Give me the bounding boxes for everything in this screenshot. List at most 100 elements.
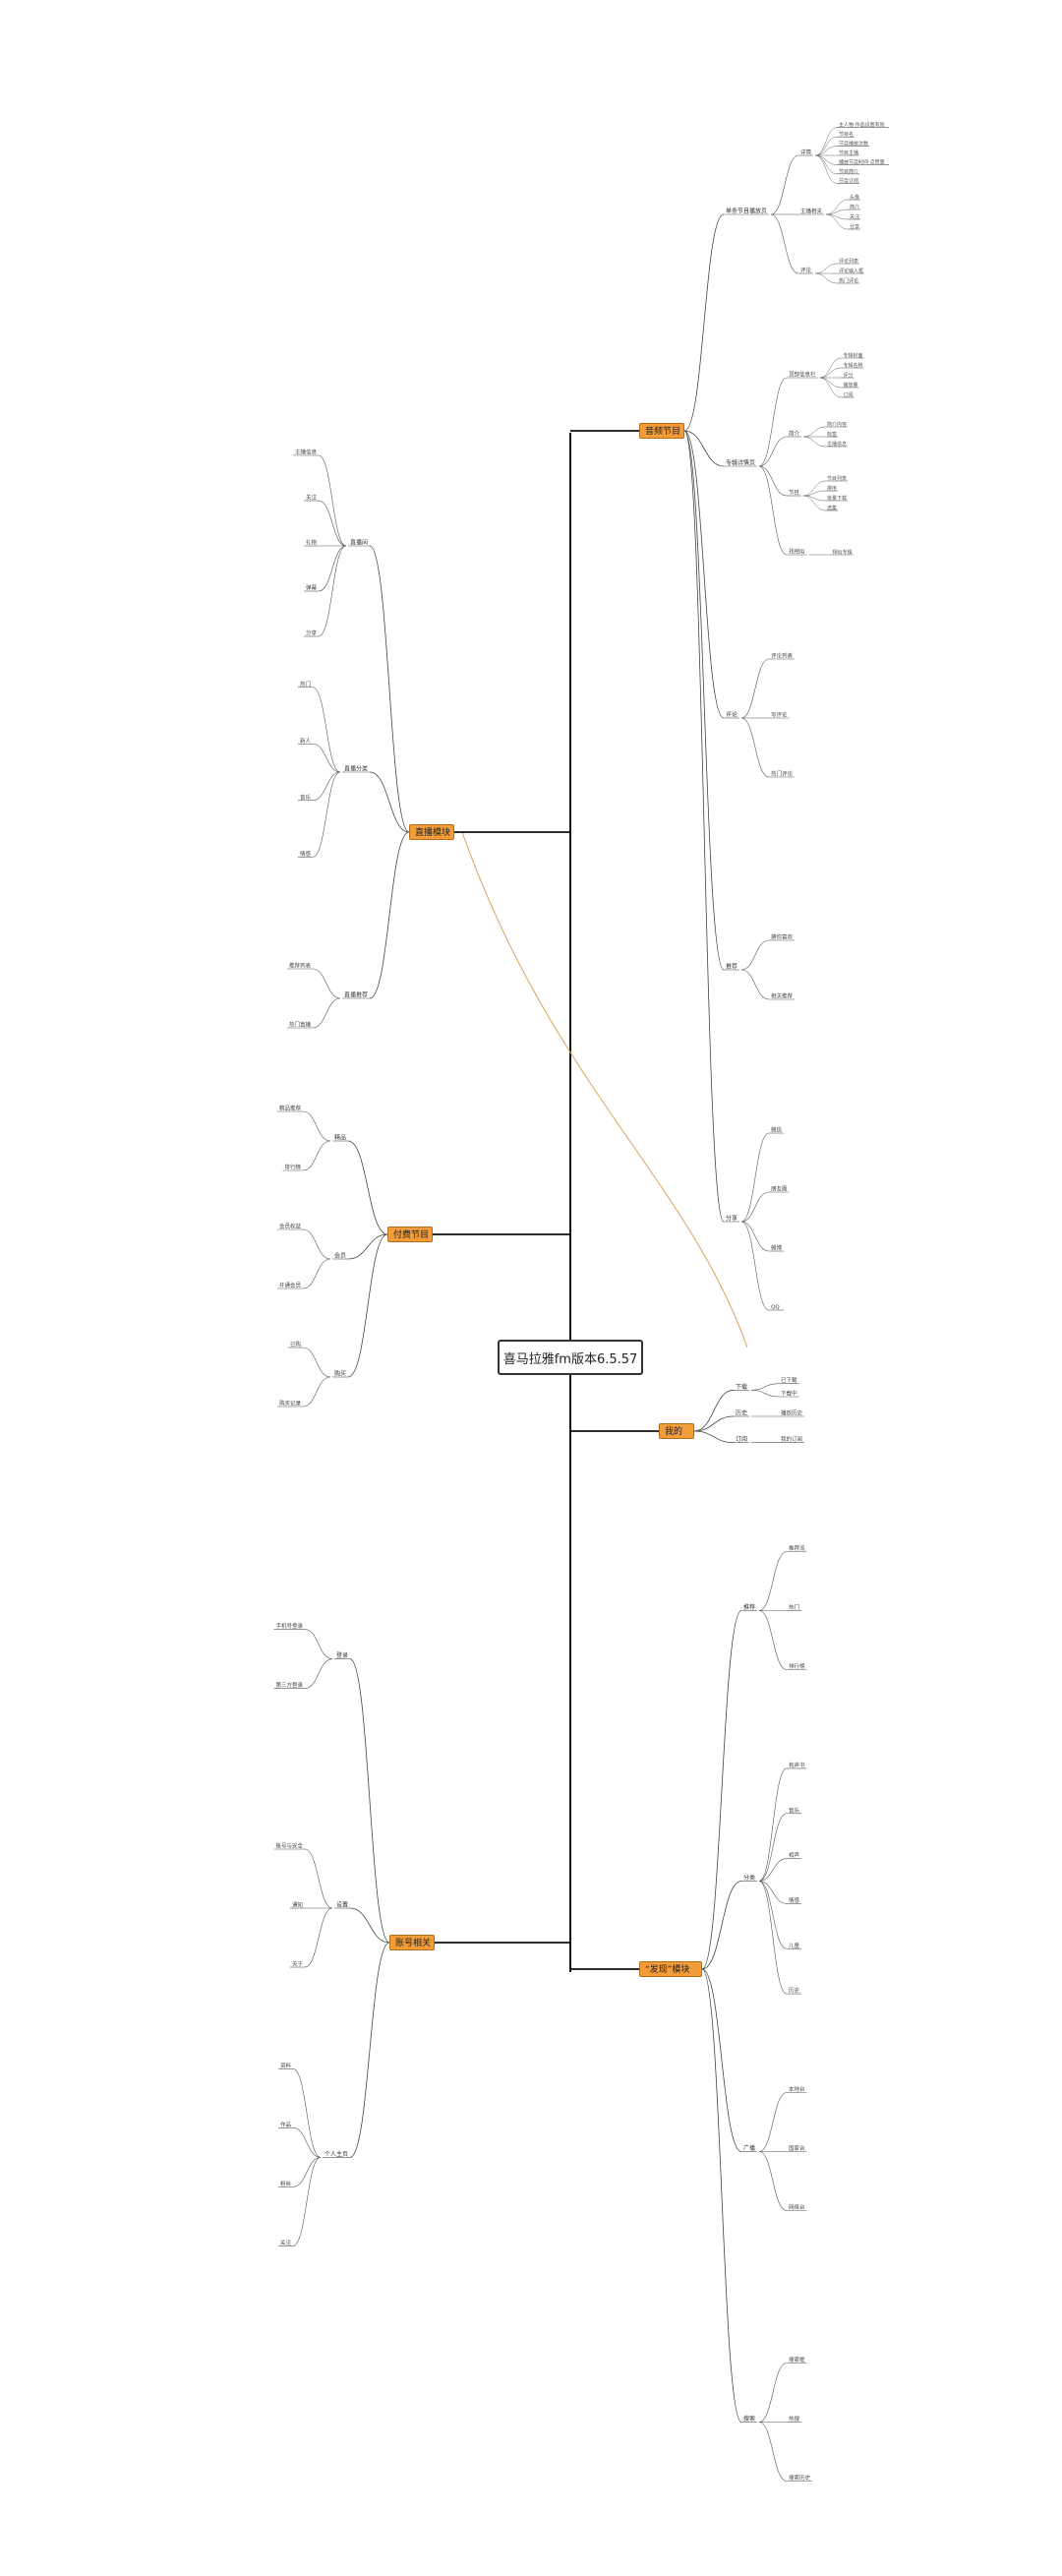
leaf-node-label: 会员权益: [279, 1223, 302, 1230]
leaf-node-label: 写评论: [771, 711, 788, 719]
leaf-node-label: 排行榜: [284, 1164, 301, 1171]
connector-line: [814, 127, 838, 156]
connector-line: [693, 1389, 735, 1432]
leaf-node-label: 情感: [789, 1896, 800, 1904]
leaf-node-label: 作品: [280, 2121, 292, 2128]
connector-line: [814, 154, 838, 184]
branch-node[interactable]: 我的: [659, 1423, 694, 1439]
branch-node[interactable]: 直播模块: [409, 824, 454, 840]
connector-line: [318, 545, 347, 592]
connector-line: [683, 213, 725, 432]
connector-line: [770, 213, 799, 274]
connector-line: [750, 1383, 780, 1391]
leaf-node-label: 节目播放次数: [839, 141, 868, 148]
branch-node[interactable]: 音频节目: [639, 423, 684, 439]
leaf-node-label: 评论列表: [771, 652, 794, 660]
connector-line: [802, 426, 826, 438]
level2-node-label: 评论: [800, 267, 812, 274]
connector-line: [758, 1767, 788, 1882]
connector-line: [318, 545, 347, 637]
leaf-node-label: 播放历史: [781, 1409, 803, 1417]
leaf-node-label: 播放节目时间·点赞量: [839, 158, 885, 165]
level2-node-label: 简介: [789, 430, 800, 438]
connector-line: [349, 1658, 390, 1944]
leaf-node-label: 下载中: [781, 1390, 797, 1398]
root-node-label: 喜马拉雅fm版本6.5.57: [502, 1351, 638, 1367]
leaf-node-label: 节目名: [839, 131, 854, 138]
connector-line: [758, 377, 788, 467]
level1-node-label: 历史: [736, 1409, 747, 1417]
connector-line: [825, 213, 849, 230]
branch-node-label: 我的: [665, 1427, 683, 1437]
connector-line: [758, 465, 788, 556]
level1-node-label: 推荐: [743, 1603, 755, 1611]
leaf-node-label: 热搜: [789, 2415, 800, 2423]
connector-line: [347, 1233, 388, 1260]
leaf-node-label: 购买记录: [279, 1400, 302, 1408]
leaf-node-label: 有声书: [789, 1761, 805, 1768]
leaf-node-label: 热门: [300, 680, 311, 688]
leaf-node-label: 手机号登录: [275, 1622, 303, 1630]
connector-line: [758, 436, 788, 467]
level1-node-label: 单条节目播放页: [726, 208, 767, 215]
connector-line: [292, 2068, 322, 2158]
leaf-node-label: 排序: [827, 485, 837, 492]
leaf-node-label: 分享: [306, 629, 318, 637]
leaf-node-label: 礼物: [306, 539, 318, 547]
leaf-node-label: 节目简介: [839, 168, 858, 175]
connector-line: [312, 968, 341, 999]
leaf-node-label: 第三方登录: [275, 1681, 303, 1689]
connector-line: [312, 771, 341, 802]
connector-line: [758, 2092, 788, 2152]
leaf-node-label: 热门评论: [771, 770, 794, 778]
connector-line: [701, 1881, 742, 1970]
leaf-node-label: 热门评论: [839, 277, 858, 284]
leaf-node-label: 专辑封面: [844, 352, 863, 359]
connector-line: [802, 436, 826, 448]
level1-node-label: 精品: [334, 1134, 346, 1142]
leaf-node-label: 头像: [850, 194, 859, 201]
connector-line: [683, 430, 725, 971]
connector-line: [318, 454, 347, 547]
connector-line: [740, 1221, 770, 1252]
connector-line: [770, 154, 799, 215]
leaf-node-label: 情感: [300, 850, 312, 858]
leaf-node-label: 关注: [850, 213, 859, 220]
leaf-node-label: 批量下载: [827, 495, 847, 502]
connector-line: [814, 154, 838, 175]
level1-node-label: 分享: [726, 1215, 738, 1223]
connector-line: [758, 2363, 788, 2423]
branch-node[interactable]: 账号相关: [389, 1935, 435, 1950]
connector-line: [701, 1968, 742, 2152]
leaf-node-label: 订阅: [844, 391, 854, 398]
root-node[interactable]: 喜马拉雅fm版本6.5.57: [498, 1340, 643, 1375]
branch-node[interactable]: “发现”模块: [639, 1961, 702, 1977]
leaf-node-label: 微信: [771, 1126, 783, 1134]
connector-line: [693, 1430, 735, 1444]
connector-line: [758, 1881, 788, 1904]
leaf-node-label: 简介: [850, 204, 859, 210]
branch-node[interactable]: 付费节目: [387, 1227, 433, 1242]
connector-line: [740, 939, 770, 971]
connector-line: [819, 377, 842, 389]
connector-line: [819, 367, 842, 379]
leaf-node-label: 评论列表: [839, 258, 858, 265]
leaf-node-label: 精品推荐: [279, 1105, 302, 1112]
connector-line: [802, 495, 826, 511]
connector-line: [758, 1551, 788, 1611]
connector-line: [740, 658, 770, 719]
leaf-node-label: 猜你喜欢: [771, 933, 794, 941]
connector-line: [814, 146, 838, 156]
connector-line: [740, 1191, 770, 1223]
level1-node-label: 下载: [736, 1383, 747, 1391]
connector-line: [349, 1907, 390, 1944]
leaf-node-label: 评论输入框: [839, 268, 863, 274]
connector-line: [302, 1376, 331, 1408]
cross-link-curve: [461, 831, 748, 1348]
level2-node-label: 主播相关: [800, 208, 823, 215]
leaf-node-label: 节目列表: [827, 475, 847, 482]
connector-line: [701, 1610, 742, 1970]
connector-line: [304, 1658, 333, 1689]
connector-line: [302, 1258, 331, 1289]
level1-node-label: 订阅: [736, 1435, 747, 1443]
